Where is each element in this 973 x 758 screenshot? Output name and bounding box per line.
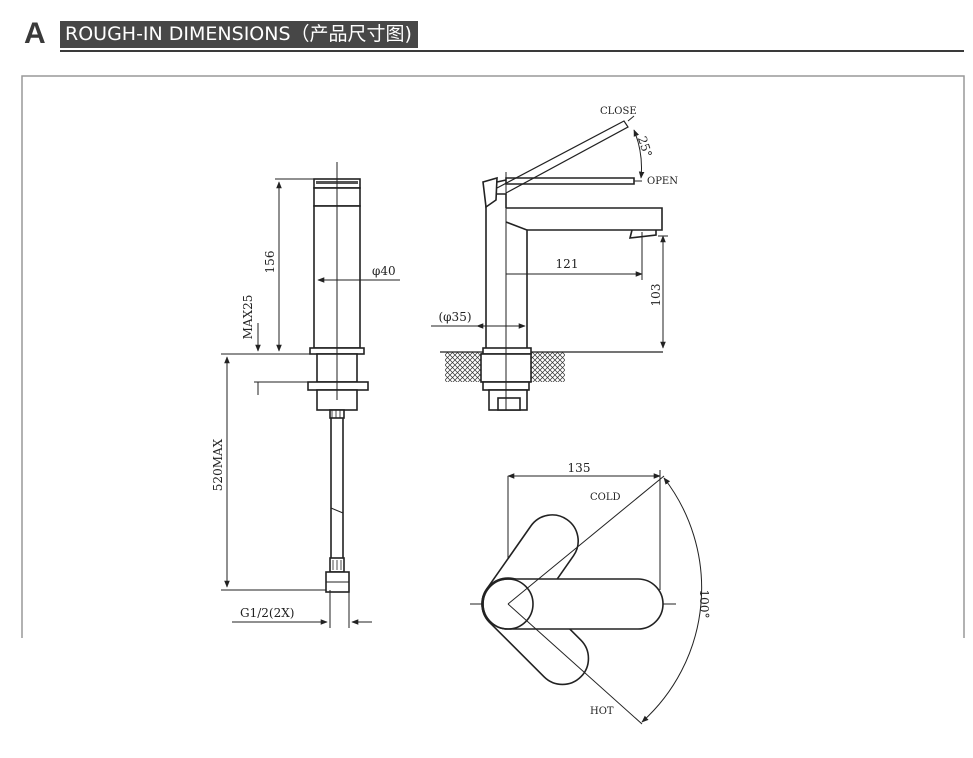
label-cold: COLD — [590, 492, 621, 503]
label-close: CLOSE — [600, 106, 637, 117]
front-dimensions — [221, 178, 400, 628]
label-open: OPEN — [647, 176, 678, 187]
dim-25deg: 25° — [635, 134, 655, 159]
dim-103: 103 — [649, 284, 663, 307]
top-dimensions — [507, 470, 703, 725]
label-hot: HOT — [590, 706, 614, 717]
section-letter: A — [24, 17, 46, 50]
side-dimensions — [431, 115, 668, 349]
dim-100deg: 100° — [697, 590, 711, 619]
drawing-frame — [21, 75, 965, 638]
side-view — [440, 120, 663, 411]
dim-156: 156 — [263, 251, 277, 274]
dim-135: 135 — [568, 461, 591, 475]
front-view — [307, 162, 369, 593]
section-header: A ROUGH-IN DIMENSIONS（产品尺寸图) — [22, 17, 964, 53]
dim-phi40: φ40 — [372, 264, 396, 278]
dim-121: 121 — [556, 257, 579, 271]
dim-g12: G1/2(2X) — [240, 606, 294, 620]
dim-phi35: (φ35) — [438, 310, 471, 324]
dim-max25: MAX25 — [241, 295, 255, 340]
section-title: ROUGH-IN DIMENSIONS（产品尺寸图) — [60, 21, 418, 48]
header-rule — [60, 50, 964, 52]
dim-520max: 520MAX — [211, 438, 225, 491]
